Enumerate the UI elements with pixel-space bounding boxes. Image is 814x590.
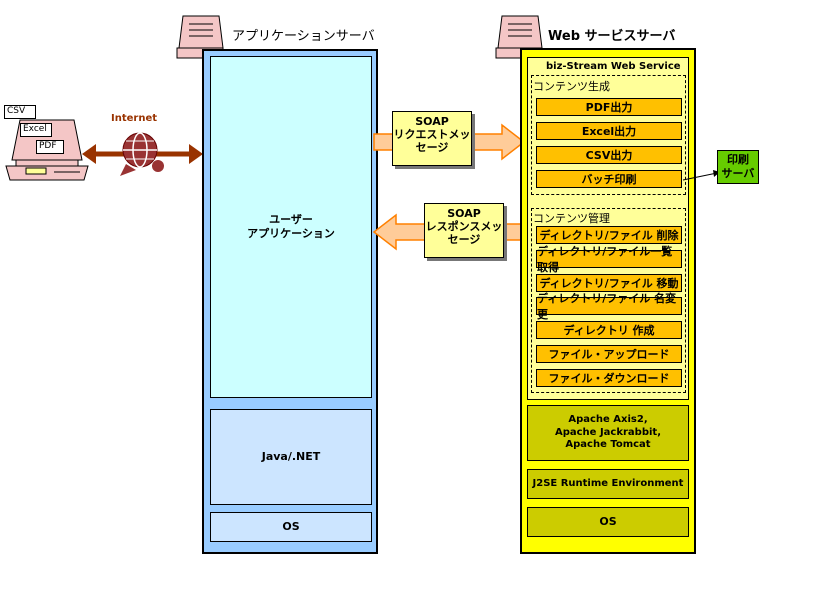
create-dir-item: ディレクトリ 作成: [536, 321, 682, 339]
pdf-output-item: PDF出力: [536, 98, 682, 116]
user-application-box: ユーザー アプリケーション: [210, 56, 372, 398]
web-os-box: OS: [527, 507, 689, 537]
app-server-title: アプリケーションサーバ: [232, 29, 375, 44]
upload-item: ファイル・アップロード: [536, 345, 682, 363]
soap-request-note: SOAP リクエストメッ セージ: [392, 111, 472, 166]
globe-icon: [120, 132, 164, 176]
management-group: [531, 208, 686, 393]
generation-group: [531, 75, 686, 195]
service-name: biz-Stream Web Service: [546, 61, 681, 72]
internet-label: Internet: [111, 113, 158, 124]
excel-output-item: Excel出力: [536, 122, 682, 140]
app-server-icon: [176, 15, 224, 59]
excel-document: Excel: [20, 123, 52, 137]
move-item: ディレクトリ/ファイル 移動: [536, 274, 682, 292]
print-server-box: 印刷 サーバ: [717, 150, 759, 184]
apache-stack-box: Apache Axis2, Apache Jackrabbit, Apache …: [527, 405, 689, 461]
list-item: ディレクトリ/ファイル一覧取得: [536, 245, 682, 274]
internet-connection: [82, 132, 203, 176]
delete-item: ディレクトリ/ファイル 削除: [536, 226, 682, 244]
jre-box: J2SE Runtime Environment: [527, 469, 689, 499]
csv-output-item: CSV出力: [536, 146, 682, 164]
client-computer: CSV Excel PDF: [2, 100, 92, 185]
soap-response-note: SOAP レスポンスメッ セージ: [424, 203, 504, 258]
pdf-document: PDF: [36, 140, 64, 154]
runtime-box: Java/.NET: [210, 409, 372, 505]
rename-item: ディレクトリ/ファイル 名変更: [536, 292, 682, 321]
generation-label: コンテンツ生成: [533, 80, 610, 93]
csv-document: CSV: [4, 105, 36, 119]
app-os-box: OS: [210, 512, 372, 542]
download-item: ファイル・ダウンロード: [536, 369, 682, 387]
batch-print-item: バッチ印刷: [536, 170, 682, 188]
web-server-title: Web サービスサーバ: [548, 29, 676, 44]
management-label: コンテンツ管理: [533, 212, 610, 225]
print-arrow: [682, 170, 720, 181]
